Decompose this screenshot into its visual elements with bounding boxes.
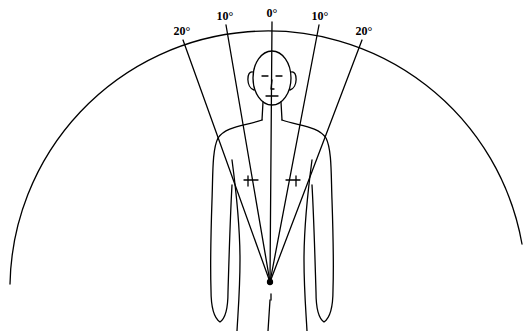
angle-label: 10°	[311, 10, 330, 23]
angle-label: 10°	[216, 10, 235, 23]
angle-lines	[183, 22, 362, 282]
angle-label: 20°	[173, 25, 192, 38]
tick-mark	[270, 294, 271, 300]
range-arc	[10, 31, 522, 284]
pivot-point	[268, 280, 273, 285]
angle-label: 20°	[355, 25, 374, 38]
angle-label: 0°	[266, 7, 279, 20]
